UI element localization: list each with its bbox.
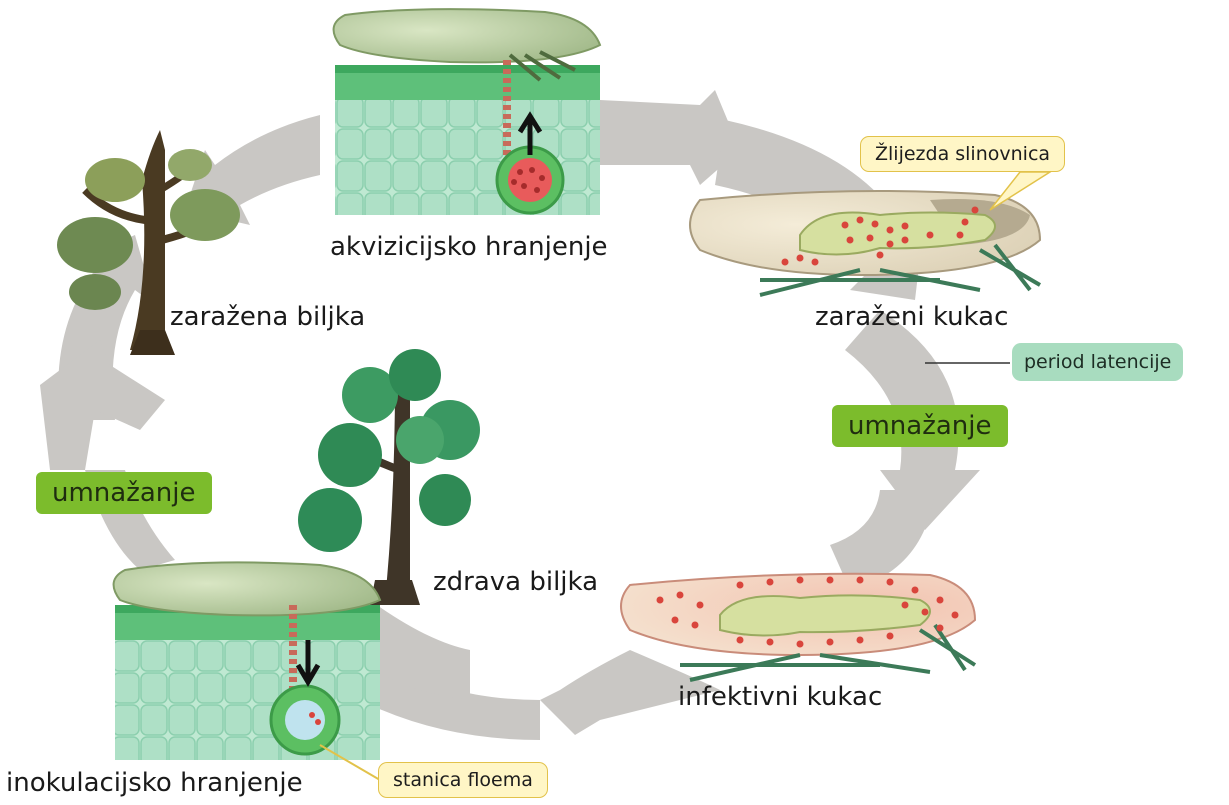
ring-arrow-left-bottom-in <box>40 340 165 470</box>
label-infective-insect: infektivni kukac <box>678 682 882 712</box>
label-healthy-plant: zdrava biljka <box>433 567 598 597</box>
inoculation-feeding-illustration <box>114 562 380 780</box>
callout-salivary-gland: Žlijezda slinovnica <box>860 136 1065 172</box>
label-latency-period: period latencije <box>1012 343 1183 381</box>
leafhopper-top <box>334 9 600 62</box>
acquisition-feeding-illustration <box>334 9 600 215</box>
label-multiplication-left: umnažanje <box>36 472 212 514</box>
label-inoculation-feeding: inokulacijsko hranjenje <box>6 768 303 798</box>
label-infected-insect: zaraženi kukac <box>815 302 1008 332</box>
infective-insect-illustration <box>621 574 975 680</box>
infected-insect-illustration <box>690 191 1040 295</box>
callout-phloem-cell: stanica floema <box>378 762 548 798</box>
label-infected-plant: zaražena biljka <box>170 302 365 332</box>
leafhopper-bottom <box>114 562 380 615</box>
label-acquisition-feeding: akvizicijsko hranjenje <box>330 232 608 262</box>
label-multiplication-right: umnažanje <box>832 405 1008 447</box>
